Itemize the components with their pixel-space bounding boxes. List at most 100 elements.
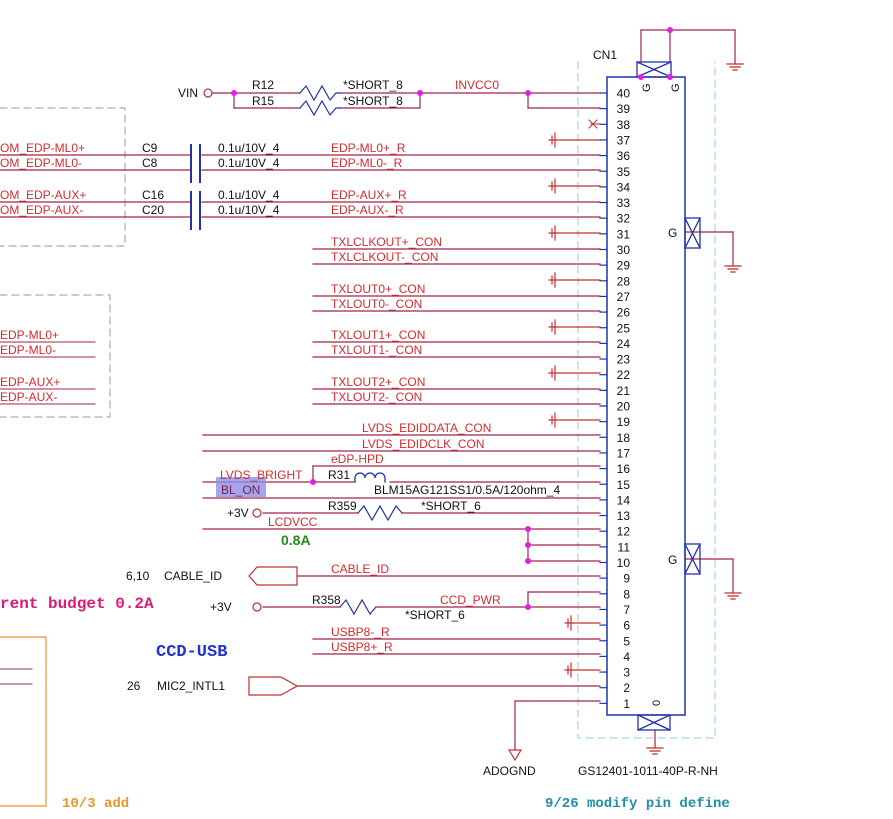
pin-number: 11 [618,540,631,554]
modify-note: 9/26 modify pin define [545,796,730,812]
mounting-tabs [636,61,701,731]
pin-number: 17 [617,446,631,460]
pin-number: 16 [617,462,631,476]
pin-number: 32 [617,212,631,226]
no-connect-38 [588,119,601,129]
pin-number: 20 [617,400,631,414]
pin-number: 34 [617,180,631,194]
net-label: TXLOUT2-_CON [331,390,422,404]
net-label: OM_EDP-ML0- [0,156,82,170]
net-label: USBP8+_R [331,640,393,654]
pin-number: 2 [623,681,630,695]
lvds-wiring [202,248,601,751]
pin-number: 31 [617,227,631,241]
net-label: EDP-AUX+ [0,375,60,389]
mic-port-label: MIC2_INTL1 [157,679,225,693]
net-label: CABLE_ID [331,562,389,576]
net-label: EDP-AUX-_R [331,203,404,217]
bl-on-highlight [216,477,266,497]
pin-number: 25 [617,321,631,335]
connector-part-number: GS12401-1011-40P-R-NH [578,764,718,778]
cap-value: 0.1u/10V_4 [218,188,280,202]
connector-g-label: 0 [651,700,663,706]
cap-ref: C16 [142,188,164,202]
net-label: OM_EDP-AUX- [0,203,83,217]
current-note: 0.8A [281,532,311,548]
short6-label: *SHORT_6 [405,608,465,622]
capacitor-plates [190,144,201,230]
net-label: eDP-HPD [331,452,384,466]
short8-label: *SHORT_8 [343,78,403,92]
connector-g-label: G [668,226,677,240]
pin-number: 10 [617,556,631,570]
pin-number: 6 [623,619,630,633]
r15-label: R15 [252,94,274,108]
dashed-block-2 [0,294,111,418]
pin-number: 26 [617,306,631,320]
net-label: TXLOUT0-_CON [331,297,422,311]
cap-value: 0.1u/10V_4 [218,203,280,217]
edp-cap-wiring [0,154,601,218]
short6-label: *SHORT_6 [421,499,481,513]
label-underlines [138,154,190,171]
net-label: TXLOUT1+_CON [331,328,425,342]
pin-number: 23 [617,353,631,367]
net-label: LVDS_BRIGHT [220,468,303,482]
r31-label: R31 [328,468,350,482]
net-label: TXLOUT1-_CON [331,343,422,357]
pin-number: 30 [617,243,631,257]
cap-ref: C8 [142,156,158,170]
net-label: TXLCLKOUT-_CON [331,250,438,264]
resistor-r15 [299,99,341,117]
connector-pin-stubs [599,92,608,704]
pin-number: 12 [617,525,631,539]
pin-number: 15 [617,478,631,492]
pin-number: 13 [617,509,631,523]
top-ground-wiring [527,29,736,749]
net-label: CCD_PWR [440,593,501,607]
net-label: TXLOUT0+_CON [331,282,425,296]
pin-number: 28 [617,274,631,288]
orange-block [0,636,47,807]
net-label: LVDS_EDIDCLK_CON [362,437,484,451]
pin-ground-marks [548,132,601,678]
bead-inductor-r31 [354,472,386,483]
cable-ref: 6,10 [126,569,150,583]
pin-number: 1 [623,697,630,711]
net-label: EDP-AUX+_R [331,188,407,202]
pin-number: 8 [623,587,630,601]
plus3v-label: +3V [210,600,232,614]
pin-number: 33 [617,196,631,210]
cable-id-port [248,566,298,586]
pin-number: 38 [617,118,631,132]
r358-label: R358 [312,593,341,607]
pin-number: 29 [617,259,631,273]
dashed-outline-connector [577,61,716,739]
left-block2-wiring [0,341,96,405]
pin-number: 40 [617,87,631,101]
cap-ref: C20 [142,203,164,217]
short8-label: *SHORT_8 [343,94,403,108]
net-label: TXLOUT2+_CON [331,375,425,389]
cable-id-port-label: CABLE_ID [164,569,222,583]
plus3v-label: +3V [227,506,249,520]
cap-value: 0.1u/10V_4 [218,141,280,155]
r359-label: R359 [328,499,357,513]
net-label: EDP-ML0+_R [331,141,406,155]
resistor-r358 [339,598,377,616]
net-label: OM_EDP-ML0+ [0,141,85,155]
pin-number: 35 [617,165,631,179]
pin-number: 18 [617,431,631,445]
budget-note: rent budget 0.2A [0,595,154,613]
connector-ref: CN1 [593,48,617,62]
adognd-label: ADOGND [483,764,536,778]
connector-g-label: G [641,83,653,92]
pin-number: 3 [623,666,630,680]
adognd-symbol [507,749,523,762]
power-wiring [212,92,601,109]
ground-symbols [646,63,744,755]
pin-number: 9 [623,572,630,586]
terminal-circles [203,88,262,612]
pin-number: 27 [617,290,631,304]
